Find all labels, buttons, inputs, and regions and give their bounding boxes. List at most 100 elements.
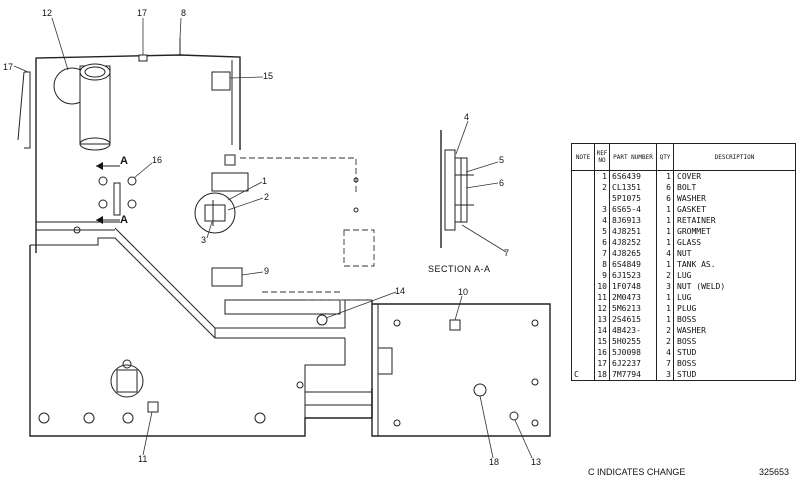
cell-part: 4J8252: [609, 237, 657, 248]
cell-note: [571, 314, 595, 325]
cell-qty: 1: [656, 259, 674, 270]
cell-desc: PLUG: [673, 303, 796, 314]
cell-ref: 16: [594, 347, 610, 358]
leader-lines: [13, 17, 533, 459]
callout-14: 14: [395, 286, 405, 296]
section-arrow-a-lower: A: [96, 214, 128, 226]
callout-1: 1: [262, 176, 267, 186]
cell-ref: 2: [594, 182, 610, 193]
cell-part: 6J1523: [609, 270, 657, 281]
cell-part: CL1351: [609, 182, 657, 193]
cell-desc: GLASS: [673, 237, 796, 248]
cell-part: 6S6439: [609, 170, 657, 182]
cell-ref: 15: [594, 336, 610, 347]
cell-part: 5J0098: [609, 347, 657, 358]
callout-13: 13: [531, 457, 541, 467]
cell-part: 6S4849: [609, 259, 657, 270]
cell-desc: LUG: [673, 270, 796, 281]
callout-6: 6: [499, 178, 504, 188]
cell-note: [571, 281, 595, 292]
tank-lower-body: [29, 227, 373, 437]
callout-11: 11: [138, 454, 147, 464]
cell-qty: 1: [656, 215, 674, 226]
cell-ref: 13: [594, 314, 610, 325]
cell-note: [571, 336, 595, 347]
cell-part: 2M0473: [609, 292, 657, 303]
change-legend-note: C INDICATES CHANGE: [588, 467, 686, 477]
cell-desc: GASKET: [673, 204, 796, 215]
cell-part: 7M7794: [609, 369, 657, 381]
cell-note: [571, 193, 595, 204]
right-plate: [305, 299, 551, 437]
cell-ref: [594, 193, 610, 204]
cell-desc: GROMMET: [673, 226, 796, 237]
callout-15: 15: [263, 71, 273, 81]
cell-qty: 1: [656, 237, 674, 248]
sight-gauge: [194, 172, 249, 287]
cell-ref: 12: [594, 303, 610, 314]
cell-desc: BOSS: [673, 336, 796, 347]
cell-desc: BOSS: [673, 358, 796, 369]
cell-part: 5P1075: [609, 193, 657, 204]
cell-qty: 2: [656, 336, 674, 347]
cell-qty: 2: [656, 325, 674, 336]
cell-ref: 10: [594, 281, 610, 292]
callout-7: 7: [504, 248, 509, 258]
cell-part: 4J8251: [609, 226, 657, 237]
cell-desc: RETAINER: [673, 215, 796, 226]
cell-qty: 6: [656, 182, 674, 193]
cell-qty: 6: [656, 193, 674, 204]
cell-part: 2S4615: [609, 314, 657, 325]
cell-part: 4B423-: [609, 325, 657, 336]
cell-ref: 6: [594, 237, 610, 248]
cell-note: [571, 182, 595, 193]
parts-list-table: NOTE REF NO PART NUMBER QTY DESCRIPTION …: [571, 143, 796, 381]
callout-18: 18: [489, 457, 499, 467]
header-description: DESCRIPTION: [673, 143, 796, 171]
side-tab-15: [211, 71, 231, 91]
callout-labels: 1 2 3 4 5 6 7 8 9 10 11 12 13 14 15 16 1…: [3, 8, 541, 467]
cell-note: [571, 248, 595, 259]
cell-qty: 1: [656, 226, 674, 237]
callout-5: 5: [499, 155, 504, 165]
cell-desc: BOSS: [673, 314, 796, 325]
callout-17-side: 17: [3, 62, 13, 72]
top-boss: [138, 54, 148, 62]
parts-table-header: NOTE REF NO PART NUMBER QTY DESCRIPTION: [571, 143, 796, 171]
header-ref: REF NO: [594, 143, 610, 171]
cell-ref: 14: [594, 325, 610, 336]
header-note: NOTE: [571, 143, 595, 171]
cell-qty: 1: [656, 170, 674, 182]
cell-qty: 1: [656, 314, 674, 325]
cell-qty: 1: [656, 303, 674, 314]
section-mark-a-upper: A: [120, 155, 128, 167]
cell-note: [571, 358, 595, 369]
cell-part: 1F0748: [609, 281, 657, 292]
callout-10: 10: [458, 287, 468, 297]
cell-part: 6S65-4: [609, 204, 657, 215]
cell-ref: 1: [594, 170, 610, 182]
cell-ref: 3: [594, 204, 610, 215]
callout-9: 9: [264, 266, 269, 276]
section-arrow-a-upper: A: [96, 155, 128, 170]
cell-qty: 3: [656, 281, 674, 292]
cell-ref: 5: [594, 226, 610, 237]
stud-holes: [73, 176, 137, 234]
cell-note: [571, 170, 595, 182]
cell-desc: NUT: [673, 248, 796, 259]
cell-part: 5M6213: [609, 303, 657, 314]
cell-desc: LUG: [673, 292, 796, 303]
header-part-number: PART NUMBER: [609, 143, 657, 171]
